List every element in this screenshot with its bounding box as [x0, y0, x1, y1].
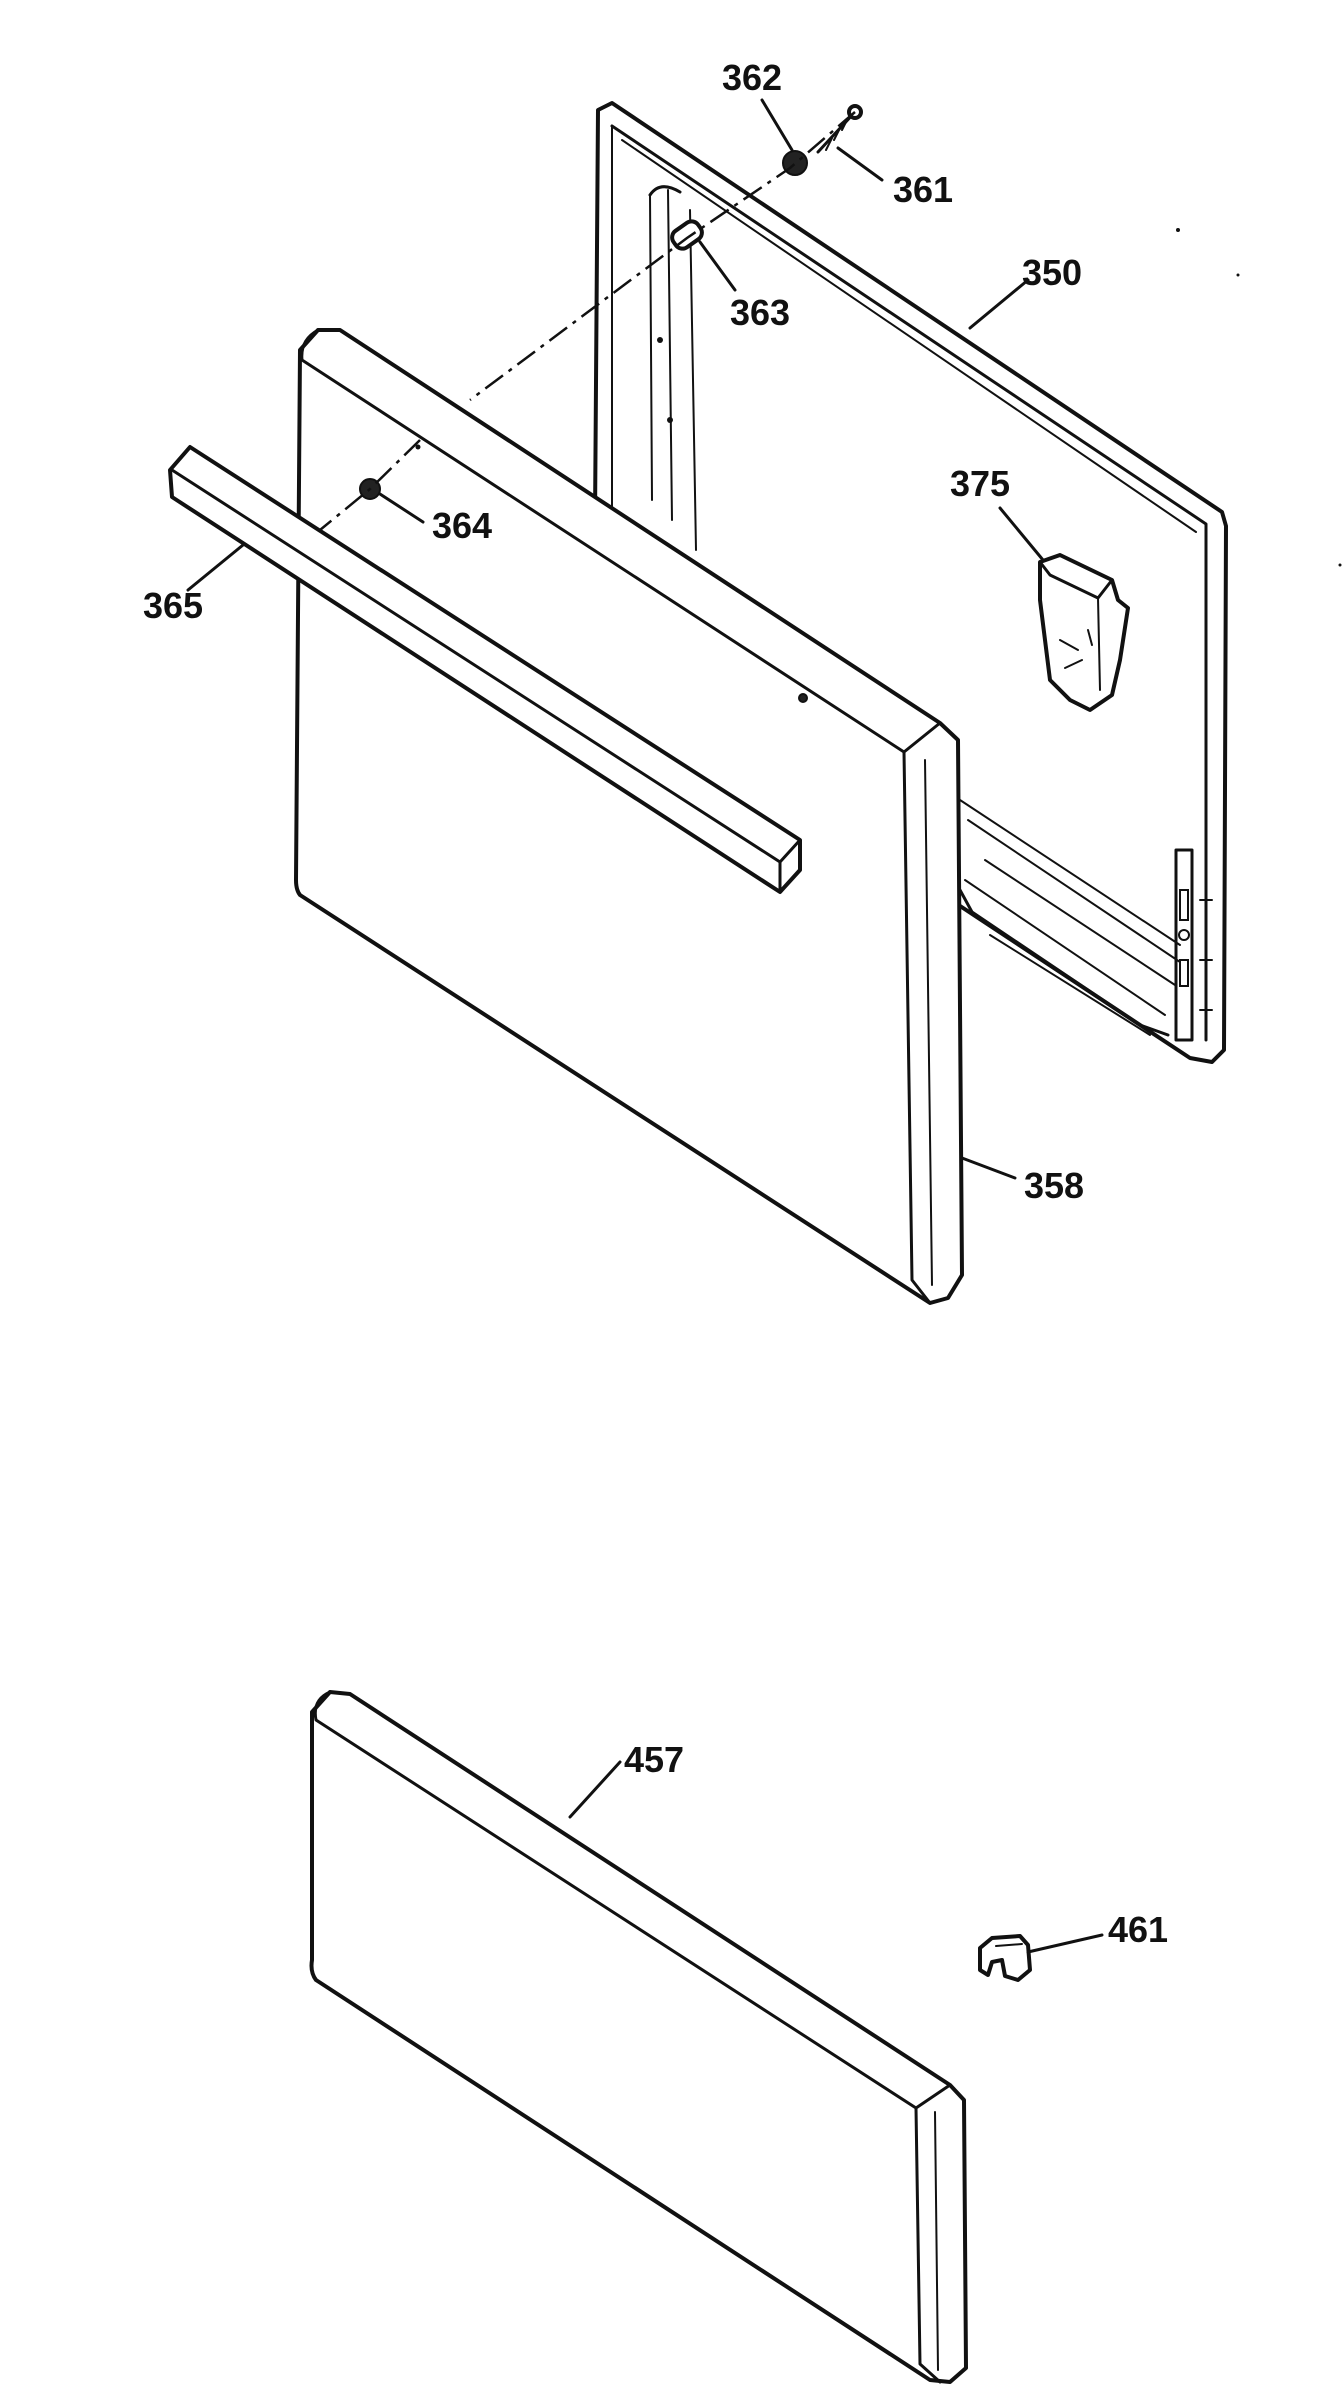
- callout-375: 375: [950, 463, 1010, 504]
- drawer-panel-457: [309, 1690, 968, 2384]
- callout-457: 457: [624, 1739, 684, 1780]
- callout-350: 350: [1022, 252, 1082, 293]
- insulation-375: [1038, 553, 1130, 712]
- callout-363: 363: [730, 292, 790, 333]
- callout-365: 365: [143, 585, 203, 626]
- callout-labels: 362 361 363 350 375 364 365 358 457 461: [143, 57, 1168, 1950]
- door-handle-365: [168, 445, 802, 894]
- inner-door-panel-350: [592, 101, 1228, 1064]
- callout-362: 362: [722, 57, 782, 98]
- scan-specks: [1176, 228, 1342, 567]
- hardware-fasteners: [319, 104, 863, 531]
- drawer-clip-461: [978, 1934, 1032, 1982]
- callout-358: 358: [1024, 1165, 1084, 1206]
- callout-361: 361: [893, 169, 953, 210]
- leader-lines: [186, 98, 1104, 1954]
- outer-door-358: [294, 328, 964, 1305]
- callout-364: 364: [432, 505, 492, 546]
- callout-461: 461: [1108, 1909, 1168, 1950]
